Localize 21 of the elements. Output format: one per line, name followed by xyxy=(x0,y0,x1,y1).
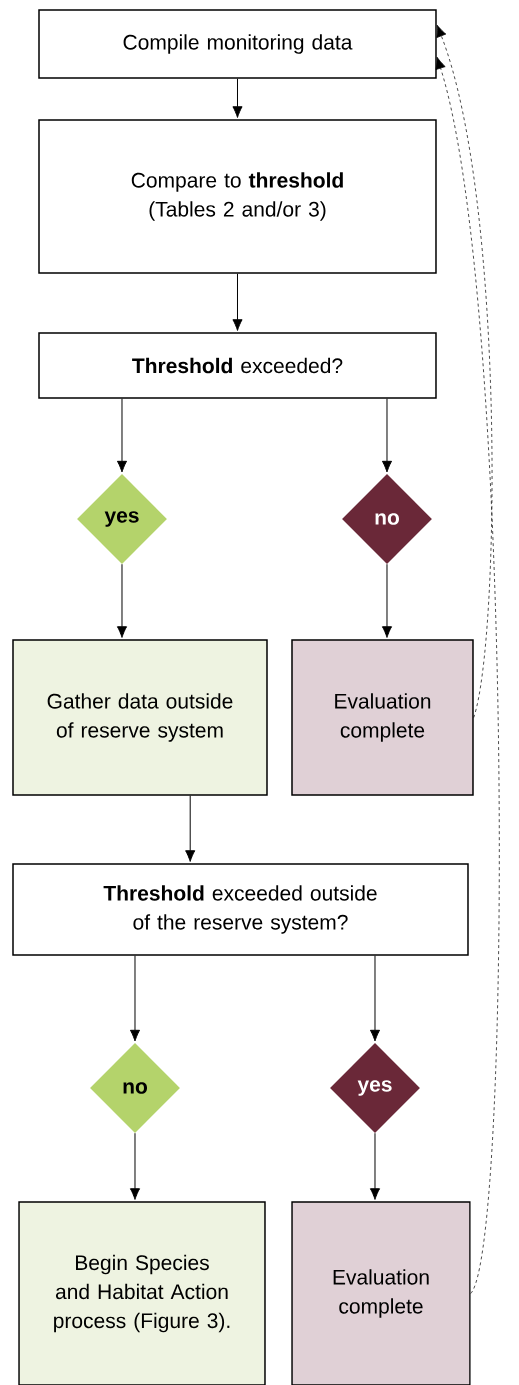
arrow xyxy=(129,955,141,1042)
arrow xyxy=(185,795,196,862)
arrow xyxy=(116,398,128,473)
arrow xyxy=(129,1132,141,1200)
arrow xyxy=(232,273,243,331)
process-box: Compare to threshold (Tables 2 and/or 3) xyxy=(38,119,437,274)
arrow xyxy=(369,1132,381,1200)
arrow xyxy=(381,563,393,638)
process-box: Threshold exceeded outside of the reserve system? xyxy=(12,863,469,956)
arrow xyxy=(381,398,393,473)
arrow xyxy=(116,563,128,638)
process-box: Begin Species and Habitat Action process (Figure 3). xyxy=(18,1201,266,1385)
process-box: Compile monitoring data xyxy=(38,9,437,79)
arrow xyxy=(436,24,493,718)
process-box: Threshold exceeded? xyxy=(38,332,437,399)
process-box: Evaluation complete xyxy=(291,1201,471,1385)
arrow xyxy=(232,78,243,118)
arrow xyxy=(369,955,381,1042)
process-box: Gather data outside of reserve system xyxy=(12,639,268,796)
process-box: Evaluation complete xyxy=(291,639,474,796)
arrow xyxy=(435,56,500,1294)
